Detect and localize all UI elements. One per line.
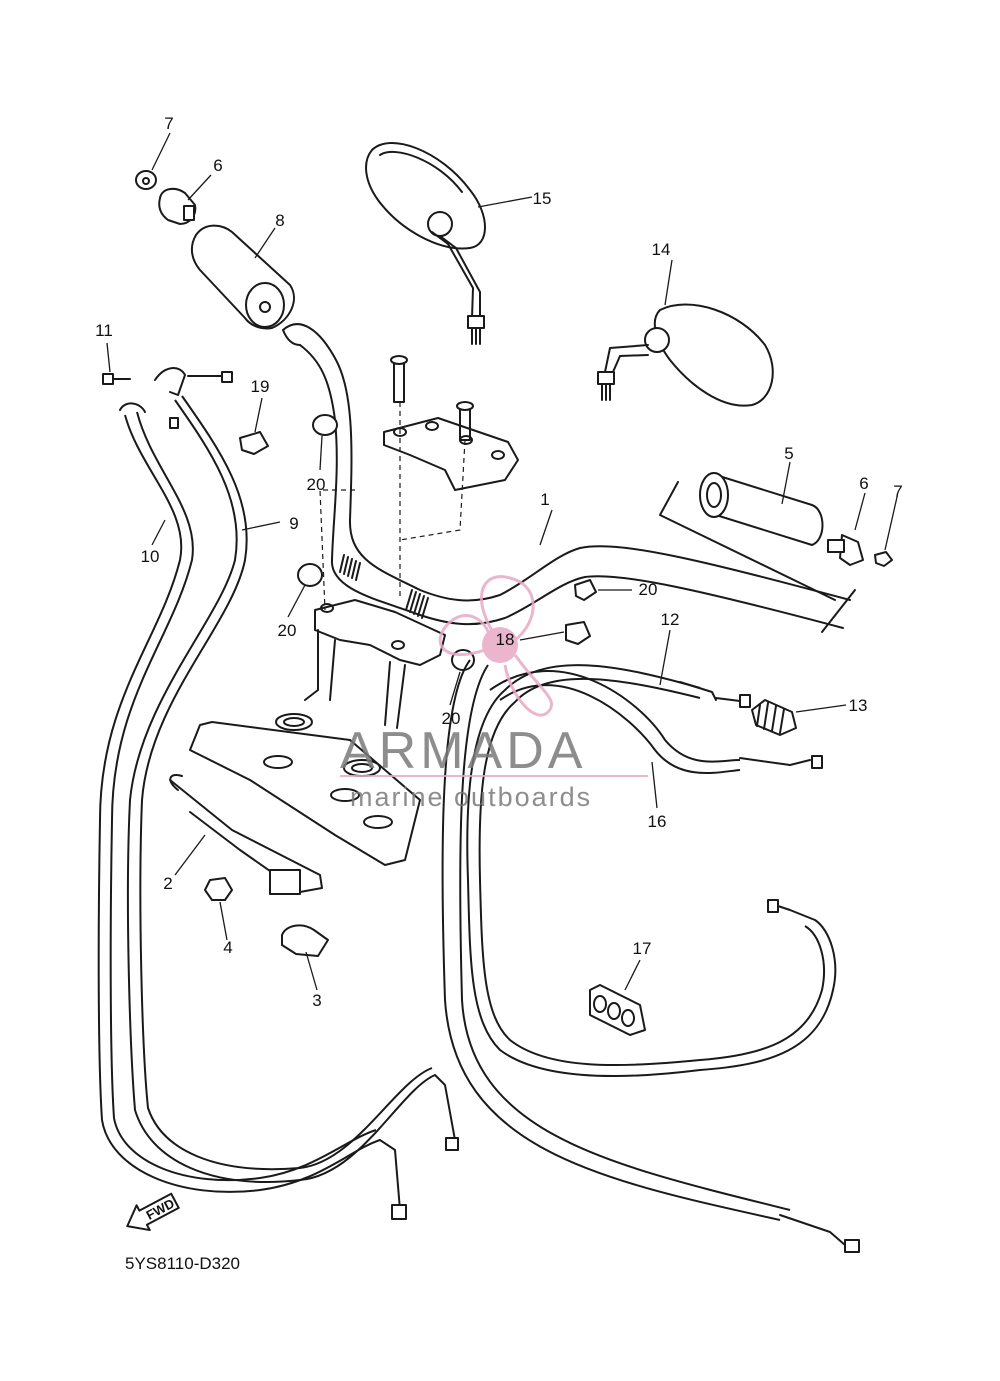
left-grip [190, 224, 295, 330]
brake-cable-16 [441, 659, 791, 1221]
throttle-cable-10 [97, 411, 381, 1193]
callout-11: 11 [95, 321, 113, 340]
callout-2: 2 [163, 874, 172, 893]
callouts: 7 6 8 11 19 20 9 10 20 20 18 20 1 5 6 7 … [95, 114, 903, 1010]
cable-holder-20a [312, 414, 338, 436]
callout-12: 12 [661, 610, 680, 629]
callout-20-d: 20 [639, 580, 658, 599]
callout-14: 14 [652, 240, 671, 259]
callout-19: 19 [251, 377, 270, 396]
watermark-brand: ARMADA [340, 722, 586, 780]
flange-nut [204, 877, 233, 901]
mirror-left [365, 142, 486, 345]
callout-18: 18 [496, 630, 515, 649]
diagram-code: 5YS8110-D320 [125, 1254, 240, 1273]
throttle-grip [699, 472, 824, 546]
callout-9: 9 [289, 514, 298, 533]
cable-grommet [589, 984, 646, 1036]
callout-8: 8 [275, 211, 284, 230]
callout-20-a: 20 [307, 475, 326, 494]
grip-end-washer-left [135, 170, 157, 190]
watermark-tagline: marine outboards [350, 782, 592, 812]
callout-5: 5 [784, 444, 793, 463]
fwd-arrow: FWD [126, 1192, 180, 1232]
armada-watermark: ARMADA marine outboards [340, 575, 648, 812]
cable-holder-20d [574, 579, 597, 601]
upper-bracket [189, 713, 421, 866]
upper-handlebar-holder [383, 355, 519, 491]
cable-holder-18 [565, 621, 591, 645]
propeller-logo [438, 575, 554, 717]
grip-end-washer-right [874, 551, 893, 567]
screw-11 [102, 373, 131, 385]
cable-holder-20b [297, 563, 323, 587]
cable-adjuster [751, 699, 797, 736]
callout-15: 15 [533, 189, 552, 208]
cable-guide-bracket [169, 774, 323, 895]
callout-1: 1 [540, 490, 549, 509]
callout-20-c: 20 [442, 709, 461, 728]
leader-lines [106, 132, 898, 991]
callout-13: 13 [849, 696, 868, 715]
callout-4: 4 [223, 938, 232, 957]
callout-10: 10 [141, 547, 160, 566]
callout-3: 3 [312, 991, 321, 1010]
callout-6-left: 6 [213, 156, 222, 175]
callout-6-right: 6 [859, 474, 868, 493]
cable-holder-19 [239, 431, 269, 455]
callout-7-left: 7 [164, 114, 173, 133]
callout-7-right: 7 [893, 482, 902, 501]
cable-clamp [281, 924, 329, 957]
mirror-right [597, 303, 774, 407]
knurl-left [339, 554, 361, 581]
callout-17: 17 [633, 939, 652, 958]
grip-end-cap-left [158, 187, 197, 225]
grip-end-cap-right [827, 534, 864, 566]
callout-16: 16 [648, 812, 667, 831]
knurl-right [405, 589, 429, 619]
callout-20-b: 20 [278, 621, 297, 640]
lower-handlebar-holder [304, 599, 446, 729]
